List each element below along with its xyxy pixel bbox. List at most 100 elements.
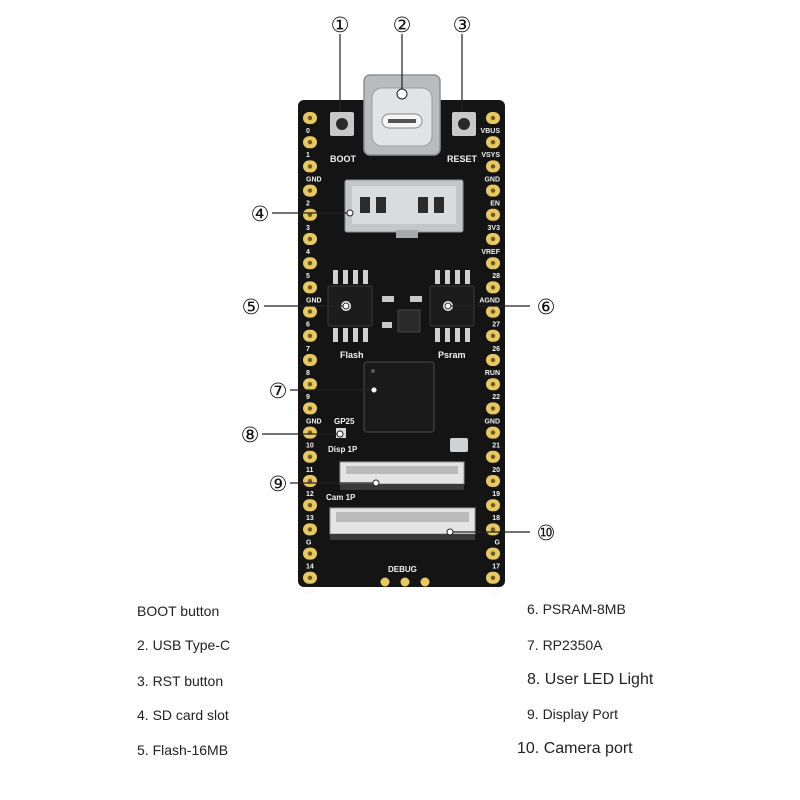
- right-pin-hole: [490, 140, 496, 145]
- left-pin-label: 8: [306, 370, 310, 377]
- legend-item-10: 10. Camera port: [517, 740, 633, 757]
- left-pin-label: G: [306, 539, 312, 546]
- disp-label: Disp 1P: [328, 445, 358, 454]
- left-pin-hole: [307, 503, 313, 508]
- legend-item-1: BOOT button: [137, 603, 220, 619]
- left-pin-label: GND: [306, 297, 322, 304]
- right-pin-hole: [490, 503, 496, 508]
- left-pin-hole: [307, 285, 313, 290]
- smd-component: [382, 322, 392, 328]
- callout-2: ②: [393, 13, 412, 37]
- left-pin-label: 11: [306, 467, 314, 474]
- right-pin-hole: [490, 333, 496, 338]
- left-pin-hole: [307, 527, 313, 532]
- left-pin-hole: [307, 115, 313, 121]
- right-pin-hole: [490, 309, 496, 314]
- callout-4: ④: [251, 202, 270, 226]
- left-pin-label: 13: [306, 515, 314, 522]
- callout-8: ⑧: [241, 423, 260, 447]
- right-pin-label: 22: [492, 394, 500, 401]
- callout-3: ③: [453, 13, 472, 37]
- right-pin-hole: [490, 188, 496, 193]
- right-pin-hole: [490, 430, 496, 435]
- boot-button: [330, 112, 354, 136]
- legend-item-3: 3. RST button: [137, 673, 224, 689]
- right-pin-label: VSYS: [481, 152, 500, 159]
- left-pin-label: 9: [306, 394, 310, 401]
- right-pin-label: VREF: [481, 249, 500, 256]
- left-pin-label: 0: [306, 128, 310, 135]
- right-pin-label: GND: [484, 176, 500, 183]
- right-pin-label: 16: [492, 588, 500, 595]
- left-pin-label: 5: [306, 273, 310, 280]
- boot-label: BOOT: [330, 154, 357, 164]
- left-pin-hole: [307, 406, 313, 411]
- right-pin-label: 27: [492, 322, 500, 329]
- usb-c-port: [363, 74, 441, 156]
- callout-7: ⑦: [269, 379, 288, 403]
- reset-label: RESET: [447, 154, 478, 164]
- flash-label: Flash: [340, 350, 364, 360]
- left-pin-hole: [307, 551, 313, 556]
- left-pin-hole: [307, 575, 313, 580]
- right-pin-hole: [490, 406, 496, 411]
- left-pin-label: 12: [306, 491, 314, 498]
- psram-label: Psram: [438, 350, 466, 360]
- callout-dots: [336, 88, 454, 536]
- right-pin-hole: [490, 164, 496, 169]
- left-pin-hole: [307, 454, 313, 459]
- right-pin-hole: [490, 236, 496, 242]
- right-pin-hole: [490, 261, 496, 266]
- left-pin-hole: [307, 333, 313, 338]
- right-pin-hole: [490, 551, 496, 556]
- right-pin-label: 26: [492, 346, 500, 353]
- right-pin-label: EN: [490, 201, 500, 208]
- callout-6: ⑥: [537, 295, 556, 319]
- right-pin-label: 17: [492, 564, 500, 571]
- right-pin-hole: [490, 454, 496, 459]
- left-pin-label: 10: [306, 443, 314, 450]
- left-pin-label: 2: [306, 201, 310, 208]
- right-pin-label: 20: [492, 467, 500, 474]
- legend-item-9: 9. Display Port: [527, 706, 619, 722]
- smd-component: [410, 296, 422, 302]
- callout-numbers: ① ② ③ ④ ⑤ ⑥ ⑦ ⑧ ⑨ ⑩: [241, 13, 556, 545]
- right-pin-hole: [490, 575, 496, 580]
- left-pin-hole: [307, 309, 313, 314]
- right-pin-hole: [490, 382, 496, 387]
- right-pin-hole: [490, 115, 496, 121]
- left-pin-hole: [307, 478, 313, 484]
- small-regulator: [397, 309, 421, 333]
- left-pin-hole: [307, 261, 313, 266]
- callout-lines: [262, 34, 530, 533]
- right-pin-label: VBUS: [481, 128, 501, 135]
- legend-item-8: 8. User LED Light: [527, 671, 654, 688]
- left-pin-hole: [307, 357, 313, 363]
- left-pin-hole: [307, 140, 313, 145]
- left-pin-label: 14: [306, 564, 314, 571]
- left-pin-label: 4: [306, 249, 310, 256]
- display-port: [339, 461, 465, 490]
- right-pin-hole: [490, 357, 496, 363]
- right-pin-label: 3V3: [488, 225, 501, 232]
- crystal: [450, 438, 468, 452]
- left-pin-label: 15: [306, 588, 314, 595]
- callout-10: ⑩: [537, 521, 556, 545]
- callout-5: ⑤: [242, 295, 261, 319]
- right-pin-hole: [490, 285, 496, 290]
- right-pin-label: 19: [492, 491, 500, 498]
- left-pin-label: 1: [306, 152, 310, 159]
- gp25-label: GP25: [334, 417, 355, 426]
- right-pin-label: 18: [492, 515, 500, 522]
- left-pin-label: GND: [306, 418, 322, 425]
- right-pin-label: 21: [492, 443, 500, 450]
- right-pin-label: GND: [484, 418, 500, 425]
- legend-item-4: 4. SD card slot: [137, 707, 229, 723]
- left-pin-label: GND: [306, 176, 322, 183]
- psram-chip: [429, 270, 475, 342]
- legend-item-6: 6. PSRAM-8MB: [527, 601, 626, 617]
- legend-item-7: 7. RP2350A: [527, 637, 603, 653]
- right-pin-label: 28: [492, 273, 500, 280]
- sd-card-slot: [344, 179, 464, 238]
